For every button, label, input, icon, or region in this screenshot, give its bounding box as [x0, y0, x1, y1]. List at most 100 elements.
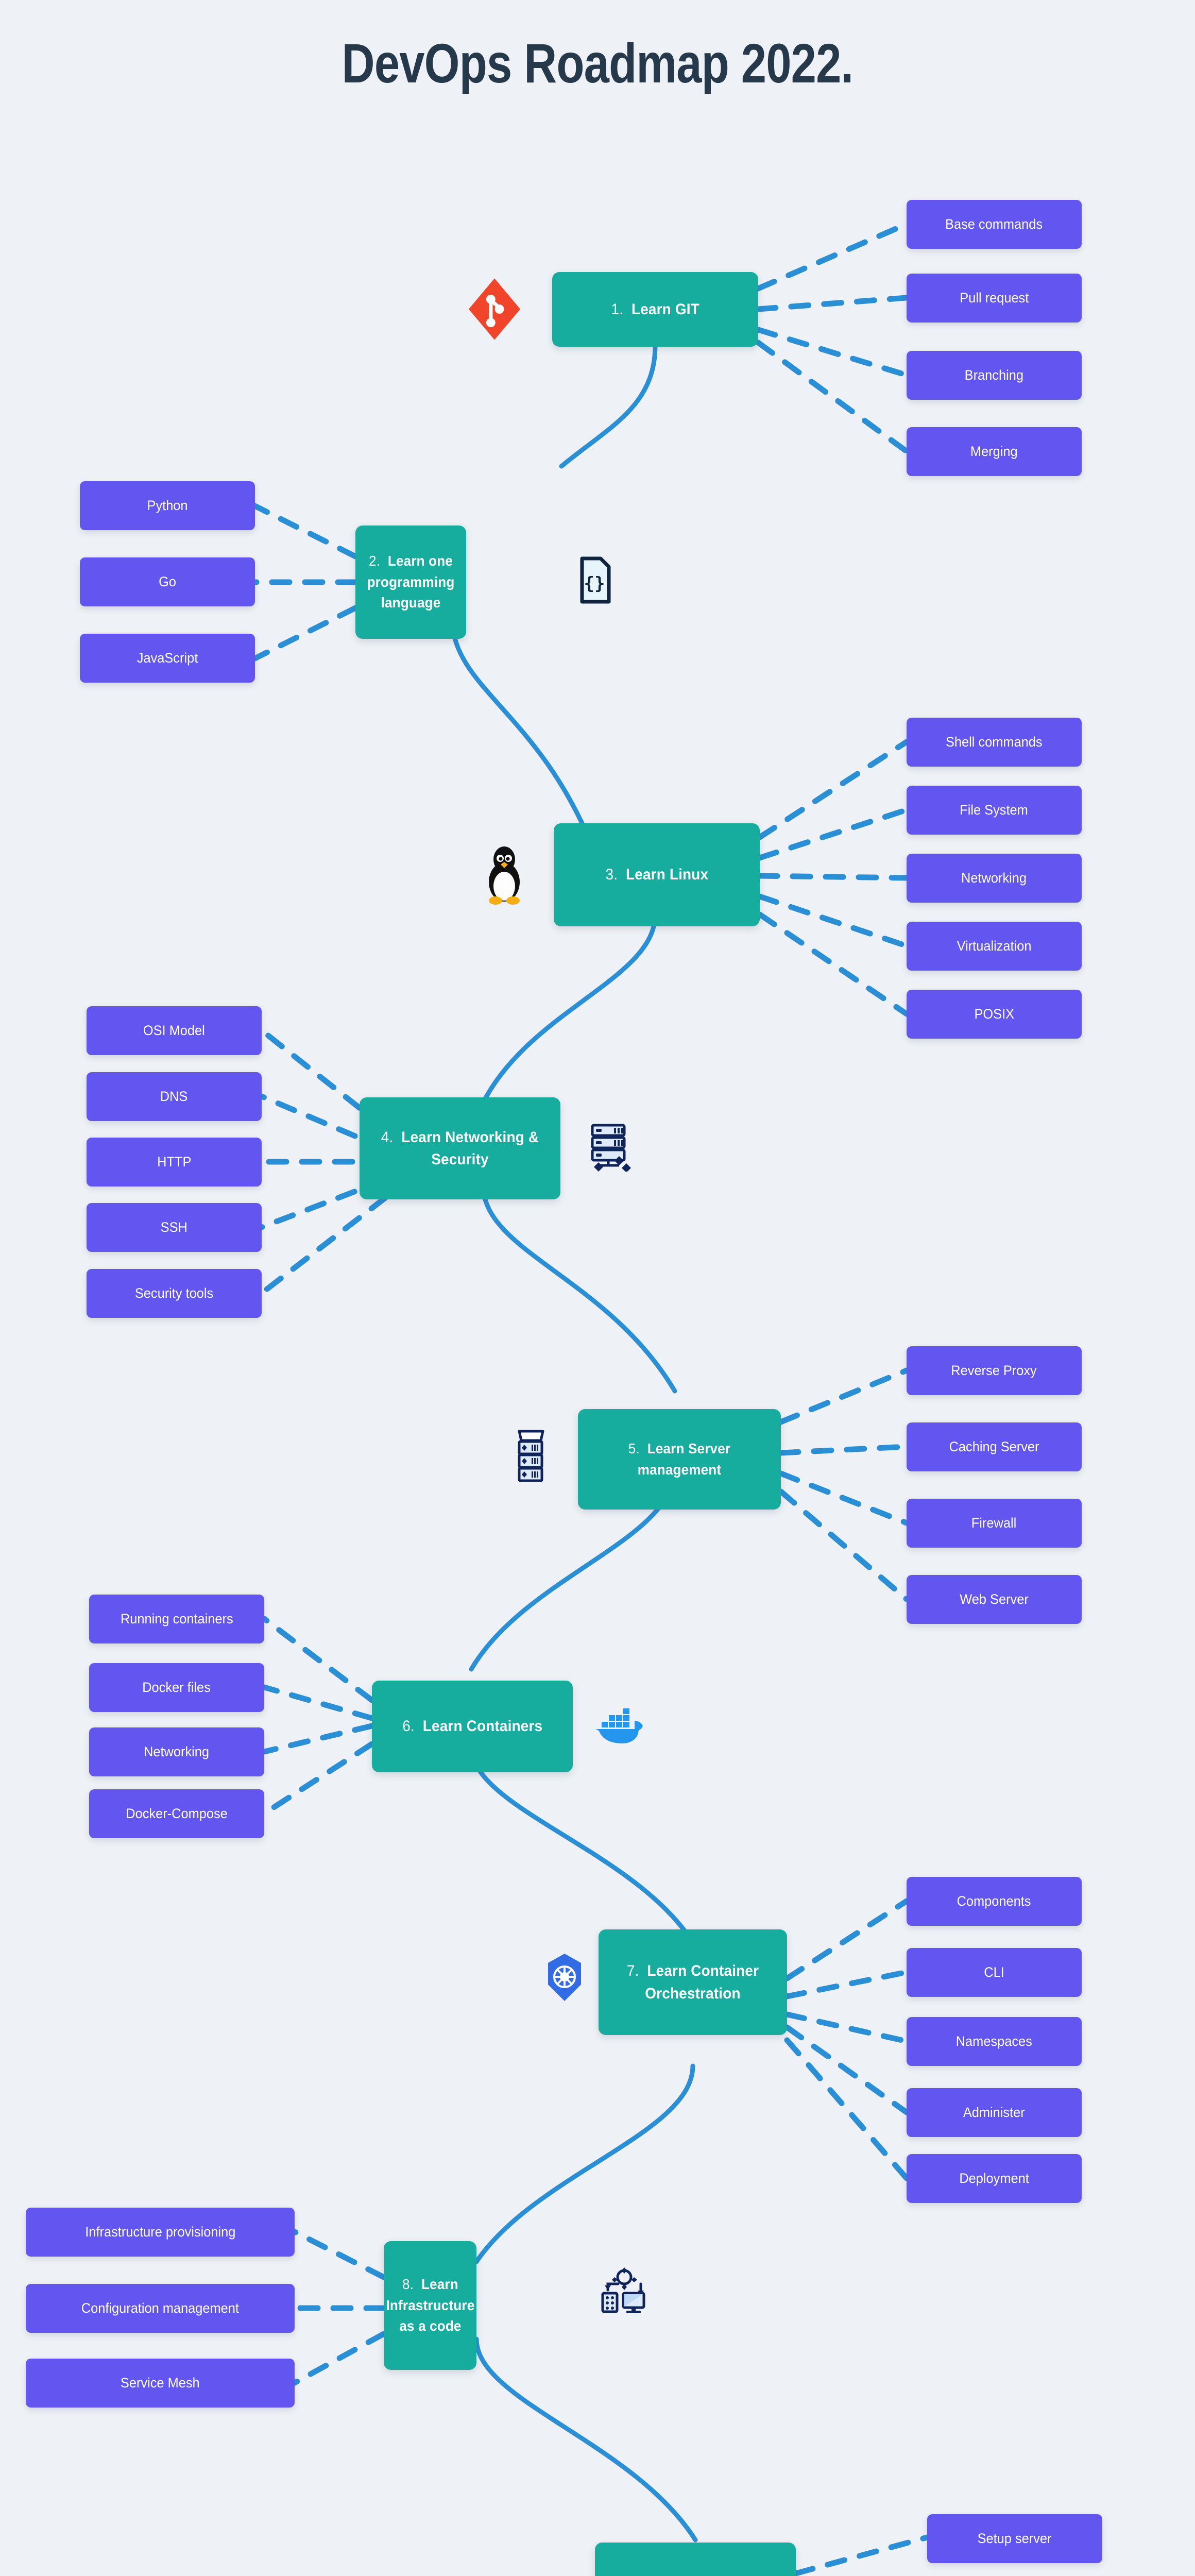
sub-node-3-3[interactable]: Virtualization: [907, 922, 1082, 971]
sub-node-5-0[interactable]: Reverse Proxy: [907, 1346, 1082, 1395]
sub-node-1-1[interactable]: Pull request: [907, 274, 1082, 323]
sub-node-7-1[interactable]: CLI: [907, 1948, 1082, 1997]
main-node-3[interactable]: 3. Learn Linux: [554, 823, 760, 926]
sub-node-9-0[interactable]: Setup server: [927, 2514, 1102, 2563]
main-node-1-number: 1.: [611, 300, 623, 318]
main-node-6[interactable]: 6. Learn Containers: [372, 1681, 573, 1772]
sub-node-3-1[interactable]: File System: [907, 786, 1082, 835]
sub-node-label: Pull request: [959, 290, 1029, 306]
link-1-3: [755, 340, 910, 454]
sub-node-label: Go: [159, 574, 176, 590]
sub-node-2-2[interactable]: JavaScript: [80, 634, 255, 683]
link-8-0: [292, 2229, 387, 2280]
sub-node-5-2[interactable]: Firewall: [907, 1499, 1082, 1548]
link-7-3: [784, 2024, 910, 2115]
link-3-0: [757, 739, 910, 840]
link-3-3: [757, 893, 910, 949]
sub-node-label: Firewall: [971, 1515, 1017, 1531]
sub-node-6-2[interactable]: Networking: [89, 1727, 264, 1776]
spine-8-9: [474, 2336, 698, 2543]
main-node-8-number: 8.: [402, 2276, 414, 2293]
main-node-9[interactable]: 9. Learn CI/CD: [595, 2543, 796, 2576]
sub-node-5-3[interactable]: Web Server: [907, 1575, 1082, 1624]
link-6-3: [261, 1741, 375, 1817]
sub-node-label: Virtualization: [957, 938, 1032, 954]
main-node-4[interactable]: 4. Learn Networking & Security: [360, 1097, 560, 1199]
sub-node-label: Docker files: [142, 1680, 211, 1696]
sub-node-8-2[interactable]: Service Mesh: [26, 2359, 295, 2408]
sub-node-6-3[interactable]: Docker-Compose: [89, 1789, 264, 1838]
sub-node-1-3[interactable]: Merging: [907, 427, 1082, 476]
git-icon: [468, 278, 521, 340]
sub-node-label: POSIX: [974, 1006, 1014, 1022]
main-node-6-label: Learn Containers: [422, 1718, 542, 1735]
sub-node-label: Shell commands: [946, 734, 1043, 750]
main-node-1-label: Learn GIT: [631, 300, 699, 318]
sub-node-label: Namespaces: [955, 2033, 1033, 2049]
spine-3-4: [481, 912, 658, 1105]
sub-node-label: Python: [147, 498, 188, 514]
link-4-4: [259, 1195, 388, 1296]
page-title: DevOps Roadmap 2022.: [342, 32, 853, 94]
sub-node-5-1[interactable]: Caching Server: [907, 1422, 1082, 1471]
link-7-1: [784, 1969, 910, 1999]
main-node-2-number: 2.: [368, 553, 381, 569]
kubernetes-helm-icon: [548, 1954, 581, 2001]
sub-node-2-0[interactable]: Python: [80, 481, 255, 530]
sub-node-label: Networking: [961, 870, 1027, 886]
main-node-5[interactable]: 5. Learn Server management: [578, 1409, 781, 1510]
sub-node-7-2[interactable]: Namespaces: [907, 2017, 1082, 2066]
sub-node-label: Components: [957, 1893, 1031, 1909]
main-node-7[interactable]: 7. Learn Container Orchestration: [599, 1929, 787, 2035]
sub-node-4-0[interactable]: OSI Model: [87, 1006, 262, 1055]
sub-node-label: Reverse Proxy: [951, 1363, 1037, 1379]
link-1-1: [755, 295, 910, 312]
sub-node-4-1[interactable]: DNS: [87, 1072, 262, 1121]
sub-node-2-1[interactable]: Go: [80, 557, 255, 606]
main-node-1[interactable]: 1. Learn GIT: [552, 272, 758, 347]
sub-node-7-4[interactable]: Deployment: [907, 2154, 1082, 2203]
link-6-0: [261, 1616, 375, 1703]
main-node-5-label: Learn Server management: [637, 1440, 731, 1478]
main-node-2-label: Learn one programming language: [367, 553, 455, 611]
main-node-8[interactable]: 8. Learn Infrastructure as a code: [384, 2241, 476, 2370]
sub-node-4-4[interactable]: Security tools: [87, 1269, 262, 1318]
devops-infinity-loop-icon: [464, 2573, 567, 2576]
link-5-0: [778, 1367, 910, 1425]
sub-node-1-2[interactable]: Branching: [907, 351, 1082, 400]
sub-node-3-4[interactable]: POSIX: [907, 990, 1082, 1039]
sub-node-label: SSH: [160, 1219, 188, 1235]
sub-node-7-3[interactable]: Administer: [907, 2088, 1082, 2137]
sub-node-label: File System: [960, 802, 1029, 818]
sub-node-3-2[interactable]: Networking: [907, 854, 1082, 903]
sub-node-1-0[interactable]: Base commands: [907, 200, 1082, 249]
sub-node-8-0[interactable]: Infrastructure provisioning: [26, 2208, 295, 2257]
link-5-2: [778, 1470, 910, 1526]
sub-node-label: OSI Model: [143, 1023, 205, 1039]
sub-node-label: Infrastructure provisioning: [84, 2224, 236, 2240]
sub-node-7-0[interactable]: Components: [907, 1877, 1082, 1926]
sub-node-label: HTTP: [157, 1154, 192, 1170]
sub-node-6-1[interactable]: Docker files: [89, 1663, 264, 1712]
sub-node-label: Deployment: [959, 2171, 1029, 2187]
link-7-4: [784, 2037, 910, 2181]
main-node-3-number: 3.: [605, 866, 618, 884]
link-7-0: [784, 1898, 910, 1981]
sub-node-label: Service Mesh: [121, 2375, 200, 2391]
sub-node-label: Web Server: [960, 1591, 1029, 1607]
sub-node-label: Administer: [963, 2105, 1025, 2121]
sub-node-3-0[interactable]: Shell commands: [907, 718, 1082, 767]
sub-node-4-3[interactable]: SSH: [87, 1203, 262, 1252]
sub-node-4-2[interactable]: HTTP: [87, 1138, 262, 1187]
link-5-3: [778, 1488, 910, 1602]
main-node-6-number: 6.: [402, 1718, 415, 1735]
link-9-0: [793, 2534, 930, 2576]
sub-node-6-0[interactable]: Running containers: [89, 1595, 264, 1643]
sub-node-8-1[interactable]: Configuration management: [26, 2284, 295, 2333]
main-node-2[interactable]: 2. Learn one programming language: [355, 526, 466, 639]
link-1-0: [755, 221, 910, 292]
code-braces-icon: {}: [580, 556, 611, 604]
sub-node-label: Base commands: [945, 216, 1043, 232]
sub-node-label: DNS: [160, 1089, 188, 1105]
gear-automation-icon: [601, 2267, 645, 2313]
